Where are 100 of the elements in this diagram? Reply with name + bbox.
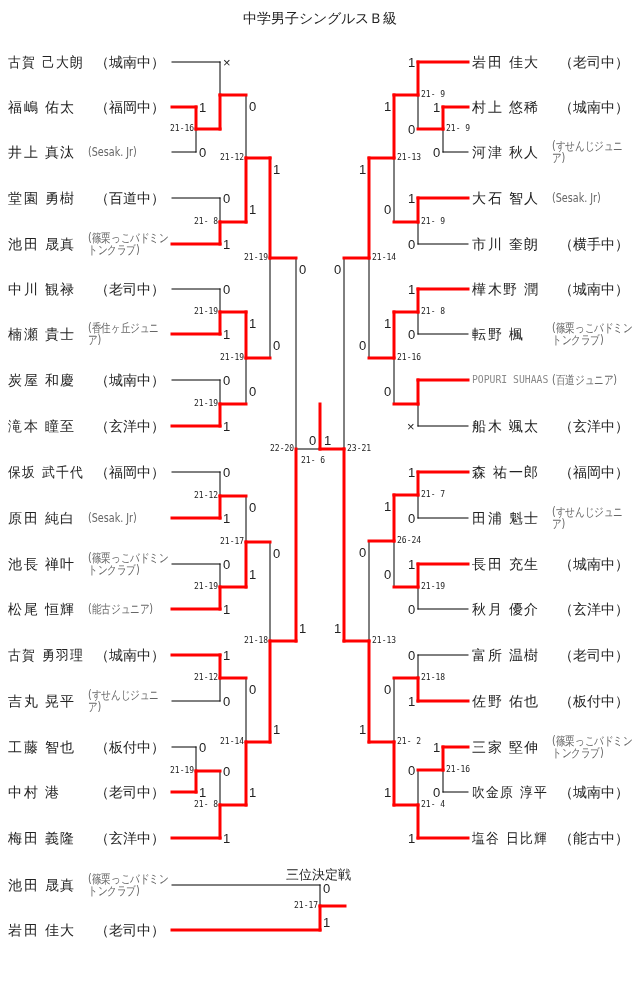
player-name: 松尾 恒輝 [8, 600, 76, 618]
match-score: 26-24 [397, 537, 422, 545]
game-result: 0 [408, 237, 416, 251]
title: 中学男子シングルスＢ級 [243, 10, 397, 26]
player-name: 吉丸 晃平 [8, 692, 76, 710]
game-result: 1 [249, 316, 257, 330]
player-name: 岩田 佳大 [472, 53, 540, 71]
game-result: × [223, 55, 231, 69]
game-result: 1 [223, 419, 231, 433]
match-score: 21- 7 [421, 491, 446, 499]
player-name: 村上 悠稀 [472, 98, 540, 116]
game-result: 0 [249, 384, 257, 398]
game-result: 1 [359, 722, 367, 736]
game-result: 0 [249, 682, 257, 696]
match-score: 21- 9 [421, 91, 446, 99]
match-score: 21-17 [220, 538, 245, 546]
game-result: 0 [223, 282, 231, 296]
game-result: 1 [408, 55, 416, 69]
game-result: 0 [199, 740, 207, 754]
match-score: 21-13 [397, 154, 422, 162]
school-name: (篠栗っこバドミントンクラブ) [88, 552, 170, 576]
game-result: 1 [249, 785, 257, 799]
game-result: 1 [273, 722, 281, 736]
player-name: 楠瀬 貴士 [8, 325, 76, 343]
school-name: (Sesak. Jr) [552, 192, 602, 204]
school-name: （城南中） [559, 98, 629, 116]
school-name: (篠栗っこバドミントンクラブ) [552, 322, 634, 346]
game-result: 1 [334, 621, 342, 635]
game-result: 0 [408, 511, 416, 525]
game-result: 0 [408, 763, 416, 777]
match-score: 21-19 [194, 400, 219, 408]
school-name: (すせんじジュニア) [552, 506, 624, 530]
match-score: 21- 4 [421, 801, 446, 809]
player-name: 滝本 瞳至 [8, 417, 76, 435]
match-score: 21-19 [170, 767, 195, 775]
school-name: （玄洋中） [95, 829, 165, 847]
player-name: 工藤 智也 [8, 738, 76, 756]
game-result: 0 [273, 338, 281, 352]
match-score: 21-19 [194, 583, 219, 591]
game-result: 1 [249, 567, 257, 581]
school-name: （老司中） [95, 280, 165, 298]
player-name: 佐野 佑也 [472, 692, 540, 710]
player-name: 富所 温樹 [472, 646, 540, 664]
school-name: （玄洋中） [95, 417, 165, 435]
school-name: （老司中） [95, 921, 165, 939]
player-name: 福嶋 佑太 [8, 98, 76, 116]
school-name: （能古中） [559, 829, 629, 847]
player-name: 転野 楓 [472, 325, 525, 343]
game-result: 0 [223, 465, 231, 479]
player-name: 河津 秋人 [472, 143, 540, 161]
game-result: 0 [273, 546, 281, 560]
game-result: 1 [199, 785, 207, 799]
match-score: 21-14 [372, 254, 397, 262]
player-name: 池田 晟真 [8, 235, 76, 253]
player-name: 中川 観禄 [8, 280, 76, 298]
player-name: 古賀 勇羽理 [8, 646, 85, 664]
game-result: 0 [199, 145, 207, 159]
player-name: 炭屋 和慶 [8, 371, 76, 389]
school-name: （福岡中） [95, 98, 165, 116]
game-result: 1 [433, 740, 441, 754]
game-result: 0 [309, 433, 317, 447]
school-name: （城南中） [559, 280, 629, 298]
game-result: 1 [433, 100, 441, 114]
match-score: 21- 2 [397, 738, 422, 746]
school-name: （玄洋中） [559, 417, 629, 435]
game-result: 0 [384, 682, 392, 696]
school-name: （城南中） [95, 53, 165, 71]
game-result: 0 [408, 648, 416, 662]
game-result: 0 [323, 881, 331, 895]
game-result: 1 [384, 99, 392, 113]
game-result: 1 [223, 831, 231, 845]
school-name: （老司中） [559, 646, 629, 664]
match-score: 21-18 [421, 674, 446, 682]
school-name: (篠栗っこバドミントンクラブ) [88, 873, 170, 897]
game-result: 1 [408, 191, 416, 205]
match-score: 22-20 [270, 445, 295, 453]
school-name: （福岡中） [95, 463, 165, 481]
match-score: 21-19 [244, 254, 269, 262]
game-result: 1 [408, 694, 416, 708]
player-name: 長田 充生 [472, 555, 540, 573]
player-name: 梅田 義隆 [8, 829, 76, 847]
game-result: 1 [299, 621, 307, 635]
game-result: 1 [384, 499, 392, 513]
game-result: 1 [323, 915, 331, 929]
game-result: 0 [408, 122, 416, 136]
game-result: 0 [223, 191, 231, 205]
game-result: 1 [249, 202, 257, 216]
player-name: 保坂 武千代 [8, 463, 85, 481]
game-result: 1 [273, 162, 281, 176]
game-result: 1 [223, 602, 231, 616]
match-score: 21- 6 [301, 457, 326, 465]
game-result: 0 [249, 500, 257, 514]
match-score: 21-19 [194, 308, 219, 316]
match-score: 21-12 [220, 154, 245, 162]
game-result: 0 [223, 557, 231, 571]
player-name: 森 祐一郎 [472, 463, 540, 481]
match-score: 21-13 [372, 637, 397, 645]
match-score: 21-17 [294, 902, 319, 910]
match-score: 21-16 [170, 125, 195, 133]
game-result: 1 [324, 433, 332, 447]
